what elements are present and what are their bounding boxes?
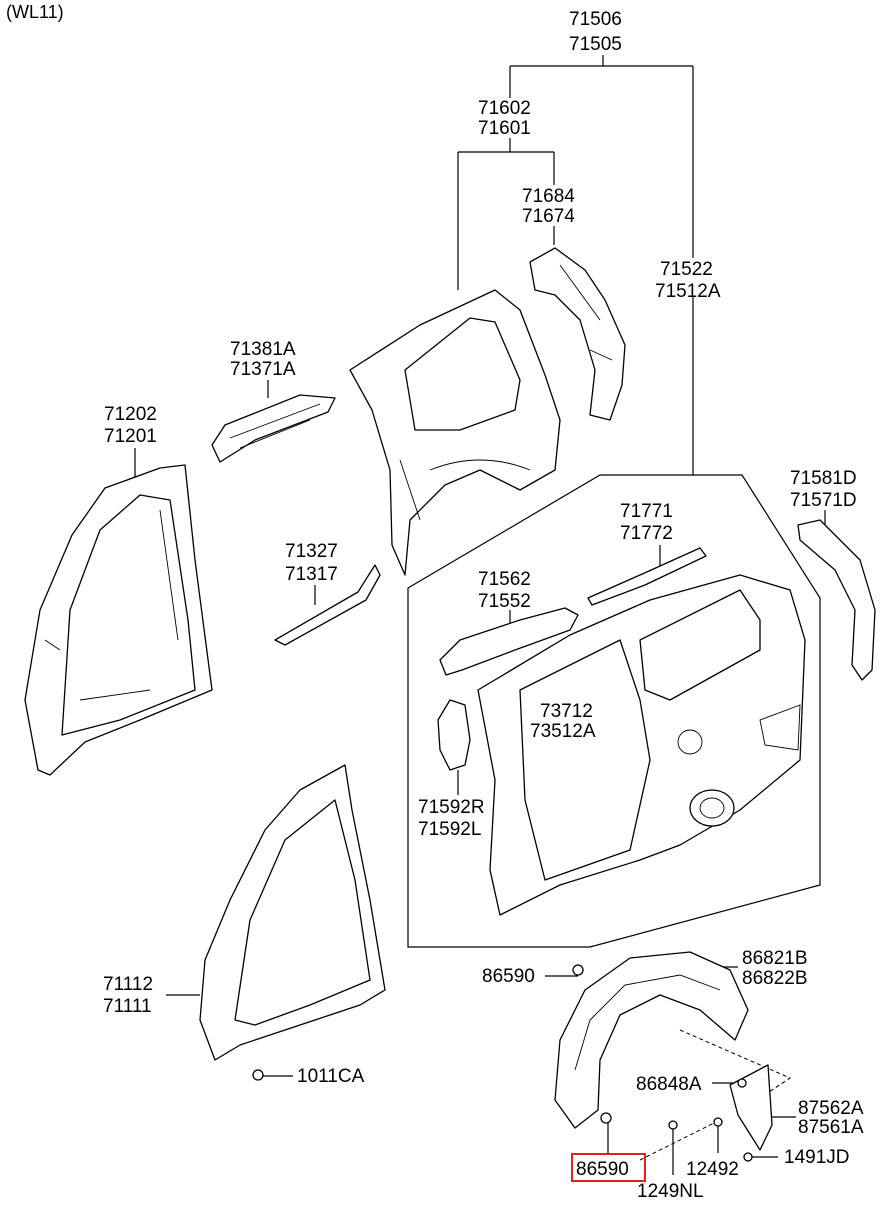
rear-pillar-part [797,519,876,681]
drip-molding-part [587,547,707,606]
gusset-part [437,699,471,771]
label-86848a: 86848A [636,1074,702,1095]
front-pillar-part [24,464,213,776]
label-71317: 71317 [285,564,338,585]
front-side-outer-part [199,764,386,1061]
label-71601: 71601 [478,118,531,139]
highlight-box [571,1153,646,1182]
clip-86590-top [572,964,584,976]
label-73512a: 73512A [530,721,596,742]
label-71506: 71506 [569,9,622,30]
screw-1249nl [668,1120,678,1130]
mud-guard-part [729,1064,773,1151]
label-71562: 71562 [478,569,531,590]
nut-1491jd [743,1152,753,1162]
label-71371a: 71371A [230,359,296,380]
side-outer-panel [477,574,806,916]
label-71512a: 71512A [655,281,721,302]
label-71581d: 71581D [790,468,857,489]
quarter-inner-part [349,289,561,576]
label-71112: 71112 [103,974,153,995]
label-71381a: 71381A [230,339,296,360]
label-71111: 71111 [103,996,152,1017]
label-71505: 71505 [569,34,622,55]
label-71771: 71771 [620,501,673,522]
fasteners [252,964,753,1162]
sill-strip-part [274,564,381,646]
roof-rail-part [211,394,336,463]
fuel-filler-housing [689,789,735,827]
label-71552: 71552 [478,591,531,612]
roof-side-rail-part [439,607,579,676]
wheel-guard-part [554,951,749,1129]
label-71201: 71201 [104,426,157,447]
label-73712: 73712 [540,701,593,722]
label-71674: 71674 [522,206,575,227]
label-86590-top: 86590 [482,966,535,987]
screw-12492 [713,1117,723,1127]
label-71571d: 71571D [790,490,857,511]
label-71592r: 71592R [418,797,485,818]
label-1011ca: 1011CA [297,1066,365,1087]
clip-86848a [737,1078,747,1088]
label-71202: 71202 [104,404,157,425]
label-71684: 71684 [522,186,575,207]
label-86822b: 86822B [742,968,808,989]
label-87562a: 87562A [798,1098,864,1119]
label-71522: 71522 [660,259,713,280]
label-71602: 71602 [478,98,531,119]
label-12492: 12492 [686,1159,739,1180]
label-86821b: 86821B [742,948,808,969]
label-1491jd: 1491JD [784,1147,850,1168]
clip-86590-bottom [600,1112,612,1124]
label-86590-bottom: 86590 [576,1159,629,1180]
label-1249nl: 1249NL [637,1181,704,1202]
label-71772: 71772 [620,523,673,544]
part-labels: 71506 71505 71602 71601 71684 71674 7152… [103,9,864,1202]
screw-1011ca [252,1069,264,1081]
label-71592l: 71592L [418,819,481,840]
wheelhouse-bracket-part [529,247,626,421]
model-code: (WL11) [6,2,64,22]
label-71327: 71327 [285,541,338,562]
label-87561a: 87561A [798,1117,864,1138]
